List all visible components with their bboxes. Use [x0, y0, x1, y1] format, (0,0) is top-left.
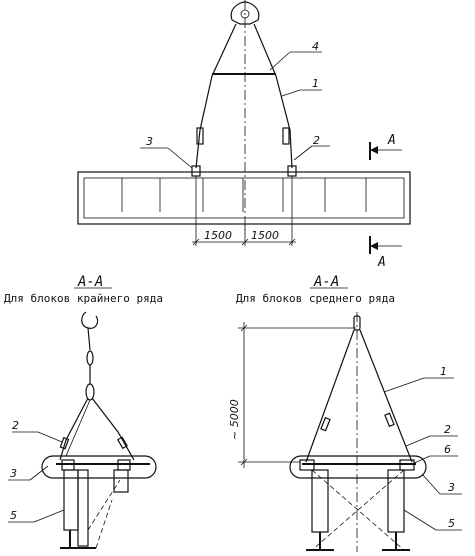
clamp-body-left	[41, 455, 157, 479]
crane-hook	[81, 311, 99, 329]
section-marker-top	[369, 142, 402, 160]
section-mark-top-text: A	[387, 133, 396, 148]
link-ring	[85, 383, 95, 401]
right-callout-6: 6	[444, 443, 451, 456]
right-callout-1: 1	[440, 365, 447, 378]
section-left-caption: Для блоков крайнего ряда	[4, 292, 163, 305]
dim-right-text: 1500	[251, 229, 279, 242]
clamp-body-right	[289, 455, 427, 479]
section-left: А-А Для блоков крайнего ряда 2	[4, 274, 163, 549]
hook-shackle	[230, 1, 260, 25]
leader-4	[269, 51, 291, 71]
section-right: А-А Для блоков среднего ряда ~ 5000	[228, 274, 462, 552]
turnbuckle-left	[196, 127, 204, 145]
left-callout-5: 5	[10, 509, 17, 522]
dimension-height	[238, 322, 356, 468]
dim-left-text: 1500	[204, 229, 232, 242]
sling-right	[253, 23, 293, 169]
section-left-title: А-А	[77, 274, 103, 290]
right-callout-3: 3	[448, 481, 455, 494]
link-upper	[86, 350, 94, 366]
right-sling-a	[305, 329, 355, 463]
callout-4: 4	[312, 40, 319, 53]
panel-inner	[83, 177, 405, 219]
callout-3: 3	[146, 135, 153, 148]
block-leg-right-a	[311, 469, 329, 533]
turnbuckle-right	[282, 127, 290, 145]
callout-2: 2	[313, 134, 320, 147]
callout-1: 1	[312, 77, 319, 90]
left-callout-3: 3	[10, 467, 17, 480]
dim-height-text: ~ 5000	[228, 399, 241, 440]
block-leg-right-b	[387, 469, 405, 533]
right-callout-5: 5	[448, 517, 455, 530]
panel-ribs	[121, 178, 367, 212]
panel-outer	[77, 171, 411, 225]
leader-3	[167, 147, 193, 169]
section-right-title: А-А	[313, 274, 339, 290]
left-sling-b	[91, 397, 135, 461]
section-mark-bottom-text: A	[377, 255, 386, 270]
left-sling-a	[59, 397, 89, 461]
leader-2	[293, 145, 313, 161]
right-sling-b	[359, 329, 413, 463]
leader-1	[281, 89, 301, 97]
sling-left	[195, 23, 237, 169]
top-view: 1500 1500 4 1 2 3 A A	[77, 0, 411, 270]
section-marker-bottom	[369, 236, 402, 254]
right-callout-2: 2	[444, 423, 451, 436]
dimension-1500-1500	[192, 176, 296, 246]
left-callout-2: 2	[12, 419, 19, 432]
block-leg-left	[63, 469, 79, 531]
section-right-caption: Для блоков среднего ряда	[236, 292, 395, 305]
